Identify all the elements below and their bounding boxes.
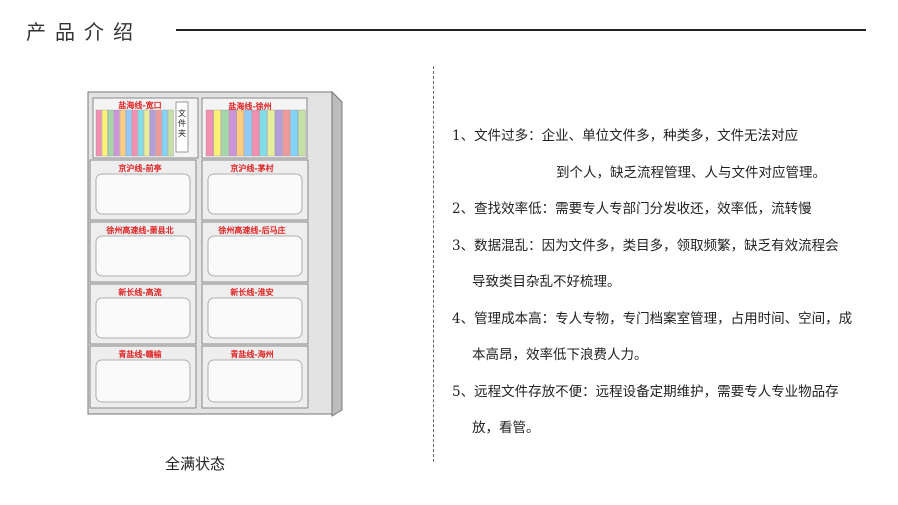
binder [125, 109, 132, 157]
drawer-window [207, 359, 303, 403]
list-item-4-line-2: 本高昂，效率低下浪费人力。 [472, 347, 648, 363]
binder [221, 109, 229, 157]
list-item-1-line-2: 到个人，缺乏流程管理、人与文件对应管理。 [556, 164, 826, 181]
drawer-window [207, 297, 303, 339]
drawer-label: 京沪线-茅村 [230, 163, 273, 173]
binder [101, 109, 108, 157]
binder [213, 109, 221, 157]
binder [298, 109, 306, 157]
binder [251, 109, 260, 157]
drawer-window [95, 173, 191, 215]
binder [282, 109, 291, 157]
binder [167, 109, 174, 157]
list-item-3-line-1: 3、数据混乱：因为文件多，类目多，领取频繁，缺乏有效流程会 [452, 237, 839, 254]
binder [107, 109, 114, 157]
binder [161, 109, 168, 157]
list-item-4-line-1: 4、管理成本高：专人专物，专门档案室管理，占用时间、空间，成 [452, 310, 853, 327]
binder [275, 109, 283, 157]
binders-left [95, 109, 174, 157]
top-left-label: 盐海线-宽口 [118, 100, 161, 110]
drawer-label: 徐州高速线-后马庄 [217, 225, 285, 235]
folder-label-3: 夹 [178, 128, 186, 138]
folder-label-1: 文 [178, 108, 186, 118]
page-title: 产品介绍 [26, 20, 142, 44]
binder [131, 109, 138, 157]
list-item-5-line-2: 放，看管。 [472, 420, 540, 436]
drawer-window [95, 359, 191, 403]
drawer-label: 京沪线-前亭 [118, 163, 161, 173]
drawer-window [95, 235, 191, 277]
binder [137, 109, 144, 157]
title-rule [176, 29, 866, 31]
cabinet-illustration: 文 件 夹 盐海线-宽口 盐海线-徐州 京沪线-前亭 京沪线-茅村徐州高速线-萧县… [84, 88, 346, 418]
binder [155, 109, 162, 157]
drawer-label: 新长线-淮安 [230, 287, 273, 297]
drawer-label: 新长线-高流 [118, 287, 161, 297]
binder [236, 109, 245, 157]
binders-right [205, 109, 306, 157]
drawer-window [207, 173, 303, 215]
cabinet-svg: 文 件 夹 盐海线-宽口 盐海线-徐州 京沪线-前亭 京沪线-茅村徐州高速线-萧县… [87, 90, 343, 417]
binder [205, 109, 214, 157]
top-right-label: 盐海线-徐州 [228, 101, 271, 111]
drawer-label: 青盐线-赣榆 [118, 349, 162, 359]
list-item-5-line-1: 5、远程文件存放不便：远程设备定期维护，需要专人专业物品存 [452, 383, 839, 400]
folder-tab [175, 101, 189, 153]
vertical-divider [433, 66, 434, 462]
cabinet-side [331, 90, 343, 417]
binder [259, 109, 268, 157]
binder [149, 109, 156, 157]
drawer-label: 徐州高速线-萧县北 [105, 225, 173, 235]
drawer-label: 青盐线-海州 [230, 349, 273, 359]
binder [113, 109, 120, 157]
binder [95, 109, 102, 157]
binder [244, 109, 252, 157]
folder-label-2: 件 [178, 118, 186, 128]
list-item-3-line-2: 导致类目杂乱不好梳理。 [472, 274, 621, 290]
drawer-window [207, 235, 303, 277]
binder [119, 109, 126, 157]
binder [290, 109, 298, 157]
problem-list: 1、文件过多：企业、单位文件多，种类多，文件无法对应 到个人，缺乏流程管理、人与… [452, 118, 892, 447]
image-caption: 全满状态 [165, 455, 226, 473]
list-item-2-line-1: 2、查找效率低：需要专人专部门分发收还，效率低，流转慢 [452, 201, 812, 217]
binder [143, 109, 150, 157]
binder [267, 109, 275, 157]
drawer-window [95, 297, 191, 339]
binder [228, 109, 237, 157]
list-item-1-line-1: 1、文件过多：企业、单位文件多，种类多，文件无法对应 [452, 128, 799, 144]
